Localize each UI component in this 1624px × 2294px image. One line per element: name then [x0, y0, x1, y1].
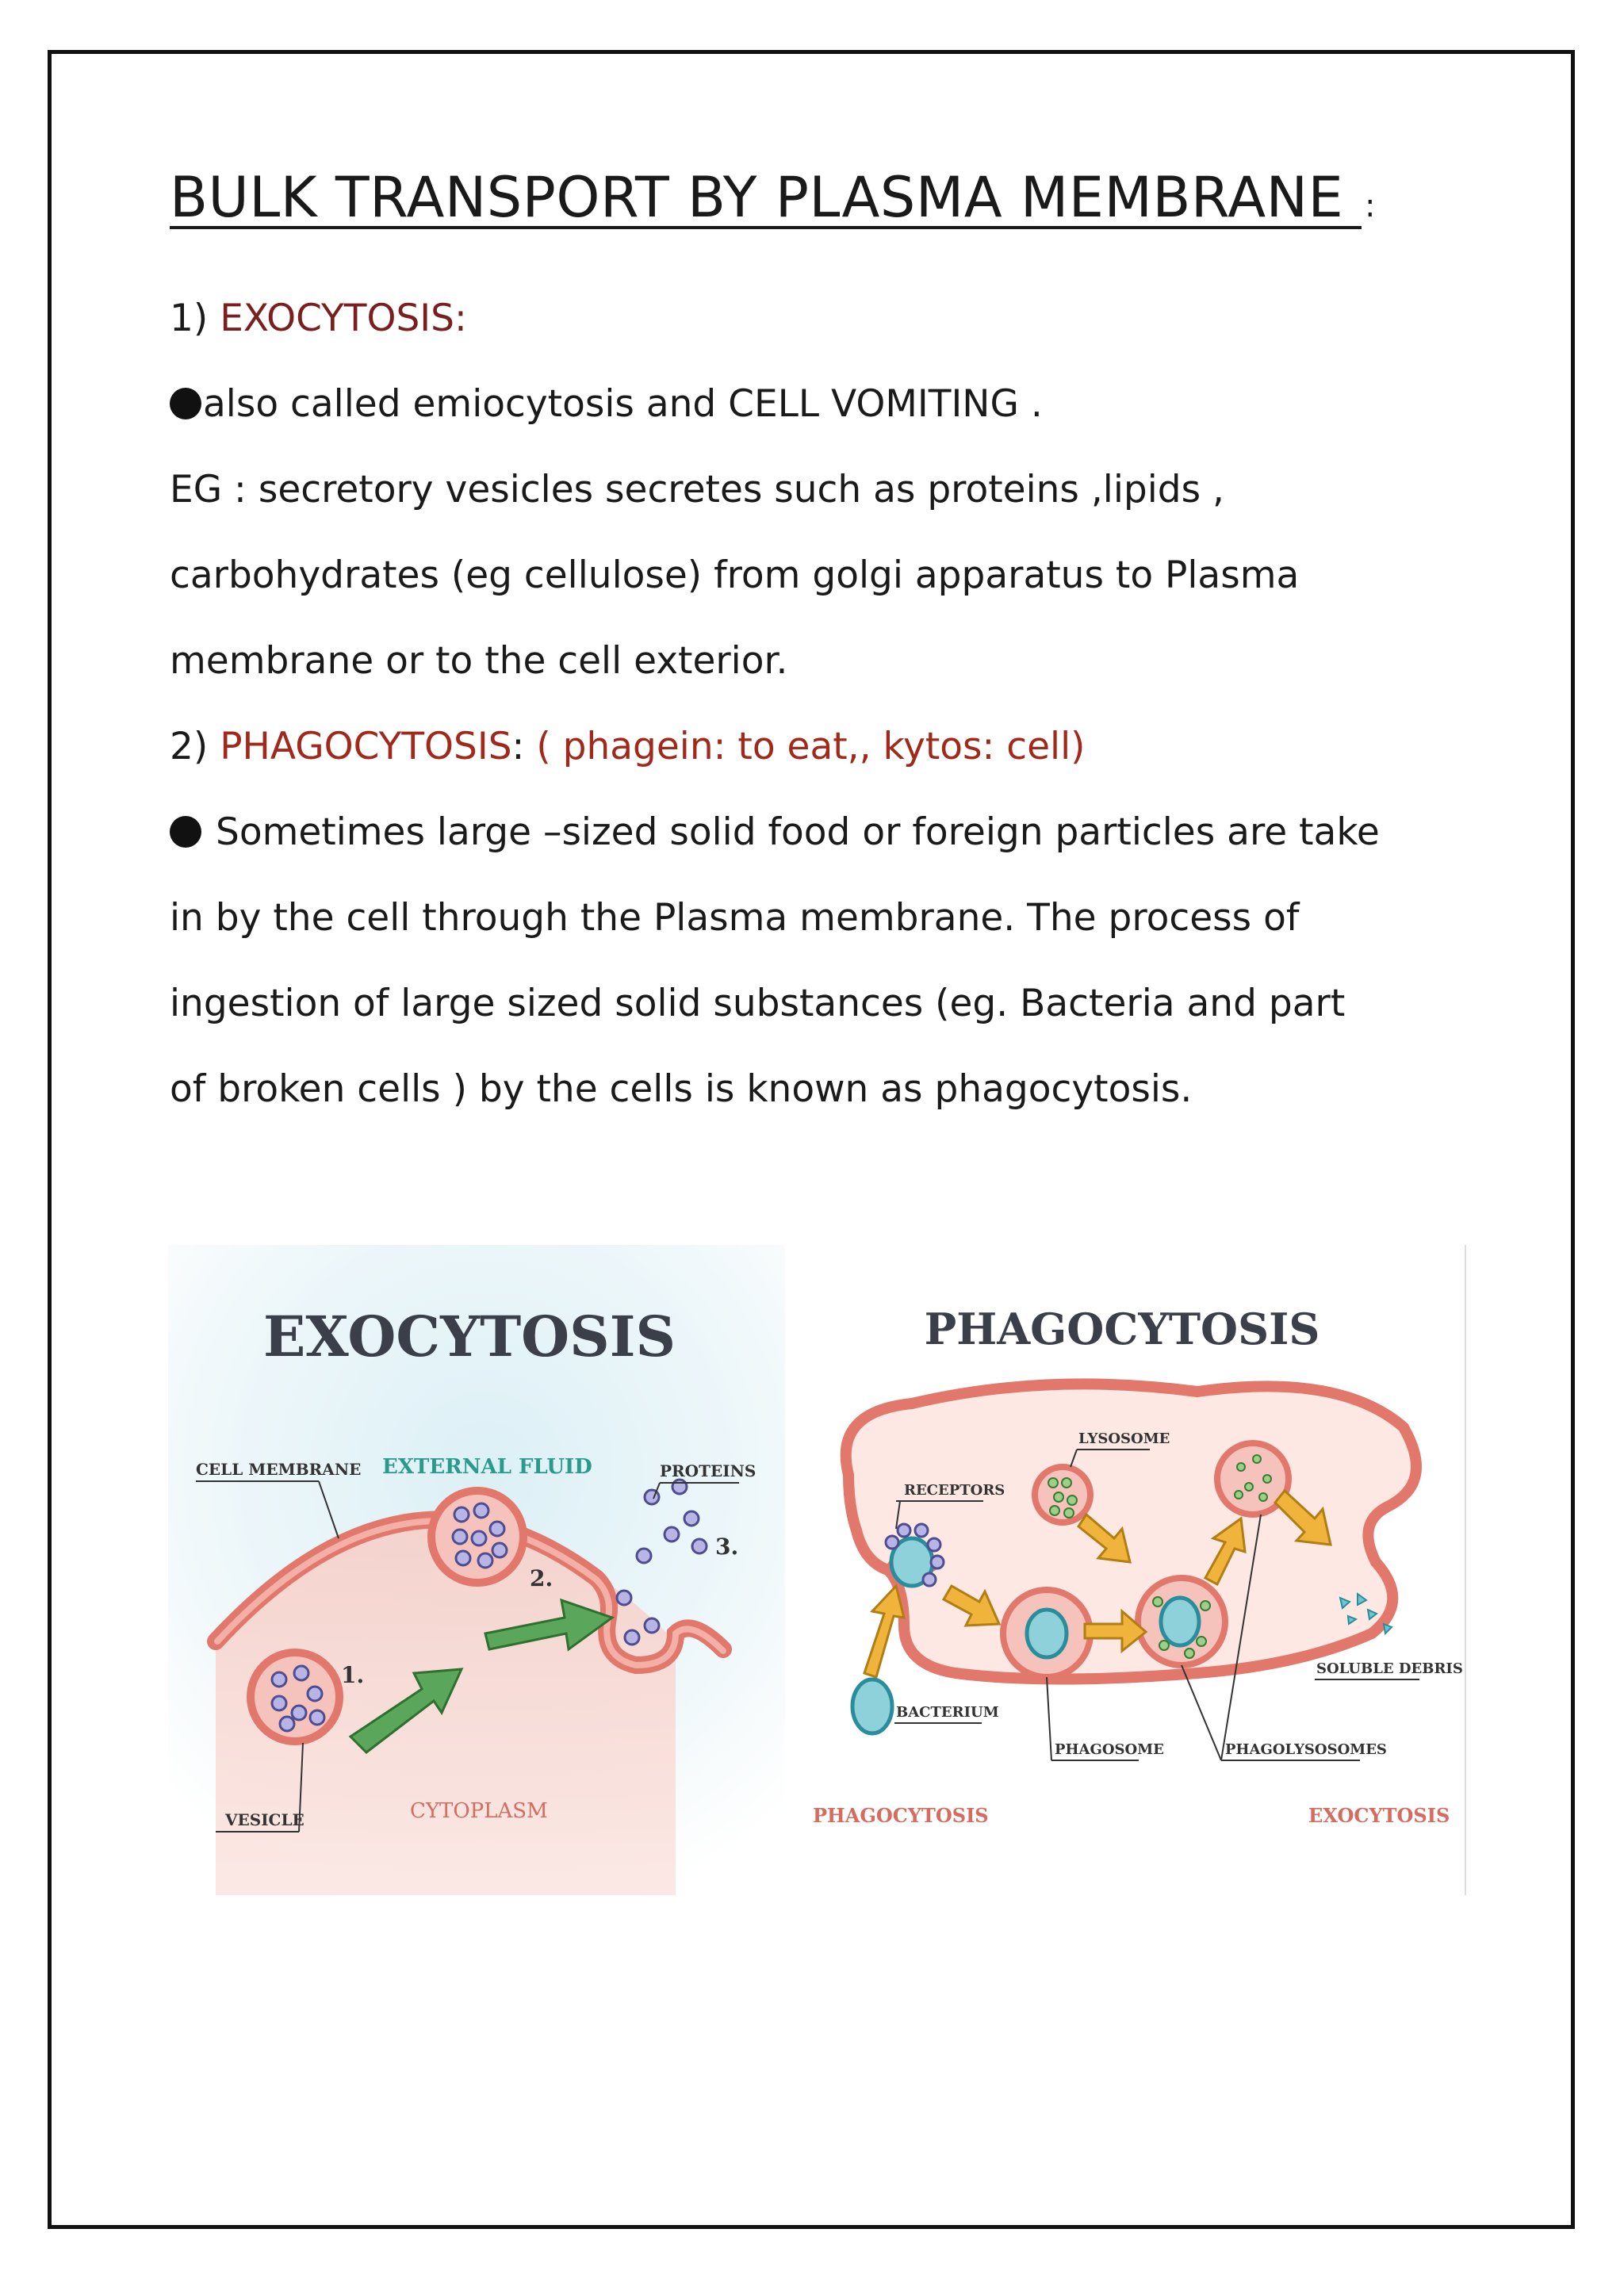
section-1-bullet: also called emiocytosis and CELL VOMITIN… [170, 385, 1043, 423]
phago-arrow-lysosome-down [1076, 1512, 1132, 1564]
section-2-text-line: ingestion of large sized solid substance… [170, 982, 1346, 1025]
phago-arrow-to-debris [1273, 1488, 1332, 1546]
exo-arrow-2 [484, 1598, 615, 1652]
exo-label-proteins: PROTEINS [660, 1461, 756, 1480]
exo-cytoplasm-area [216, 1522, 676, 1895]
section-2-heading: 2) PHAGOCYTOSIS: ( phagein: to eat,, kyt… [170, 728, 1086, 765]
exo-step-3: 3. [715, 1534, 738, 1560]
exo-label-cytoplasm: CYTOPLASM [410, 1799, 548, 1823]
exo-vesicle-2-proteins [451, 1502, 508, 1569]
section-2-text-line: Sometimes large –sized solid food or for… [170, 814, 1380, 851]
section-2-text: Sometimes large –sized solid food or for… [216, 810, 1380, 854]
phago-soluble-debris [1339, 1592, 1393, 1636]
section-2-title: PHAGOCYTOSIS [220, 725, 512, 768]
exo-title: EXOCYTOSIS [263, 1304, 676, 1369]
section-1-eg-line: membrane or to the cell exterior. [170, 639, 788, 683]
phago-label-bacterium: BACTERIUM [896, 1704, 999, 1721]
exo-label-vesicle: VESICLE [224, 1810, 304, 1829]
exo-step-1: 1. [341, 1662, 364, 1688]
section-2-text-line: of broken cells ) by the cells is known … [170, 1067, 1193, 1111]
page-border [48, 50, 1575, 2229]
bullet-icon [170, 816, 201, 848]
phagocytosis-figure: PHAGOCYTOSIS [785, 1245, 1467, 1895]
section-2-text-line: in by the cell through the Plasma membra… [170, 896, 1300, 940]
phago-label-soluble-debris: SOLUBLE DEBRIS [1316, 1660, 1463, 1677]
phago-label-phagolysosomes: PHAGOLYSOSOMES [1225, 1741, 1387, 1758]
section-2-number: 2) [170, 725, 220, 768]
phago-receptors [884, 1522, 945, 1587]
exo-vesicle-1 [247, 1649, 343, 1745]
section-2-etymology: ( phagein: to eat,, kytos: cell) [536, 725, 1086, 768]
exo-label-external-fluid: EXTERNAL FLUID [382, 1455, 592, 1479]
exo-released-proteins [615, 1478, 708, 1646]
exo-step-2: 2. [530, 1565, 553, 1591]
title-text: BULK TRANSPORT BY PLASMA MEMBRANE [170, 165, 1362, 230]
bullet-icon [170, 388, 201, 419]
section-1-eg-line: carbohydrates (eg cellulose) from golgi … [170, 553, 1300, 597]
exocytosis-figure: EXOCYTOSIS CELL MEMBRANE EXTERNAL FLUID … [168, 1245, 802, 1895]
phago-arrow-to-phagolysosome [1083, 1608, 1148, 1654]
phago-label-receptors: RECEPTORS [904, 1482, 1005, 1499]
bullet-text: also called emiocytosis and CELL VOMITIN… [203, 382, 1043, 426]
phago-title: PHAGOCYTOSIS [925, 1304, 1320, 1354]
phago-bacterium [850, 1677, 894, 1736]
section-1-eg-line: EG : secretory vesicles secretes such as… [170, 468, 1224, 511]
phago-label-lysosome: LYSOSOME [1078, 1430, 1170, 1447]
exo-vesicle-1-proteins [270, 1664, 326, 1733]
section-1-number: 1) [170, 297, 220, 340]
exo-label-cell-membrane: CELL MEMBRANE [196, 1460, 361, 1479]
phago-lysosome-enzymes [1048, 1477, 1078, 1518]
phago-arrow-bacterium-up [863, 1583, 906, 1679]
phago-label-phagosome: PHAGOSOME [1055, 1741, 1164, 1758]
section-1-title: EXOCYTOSIS: [220, 297, 467, 340]
exo-arrow-1 [348, 1668, 464, 1754]
phago-arrows [863, 1488, 1332, 1679]
phago-arrow-to-phagosome [941, 1584, 1002, 1627]
phago-arrow-up [1203, 1516, 1247, 1587]
section-2-colon: : [511, 725, 537, 768]
page-title: BULK TRANSPORT BY PLASMA MEMBRANE : [170, 165, 1376, 230]
section-1-heading: 1) EXOCYTOSIS: [170, 300, 467, 337]
phago-footer-right: EXOCYTOSIS [1308, 1804, 1450, 1827]
phago-footer-left: PHAGOCYTOSIS [813, 1804, 989, 1827]
title-colon: : [1364, 188, 1376, 224]
